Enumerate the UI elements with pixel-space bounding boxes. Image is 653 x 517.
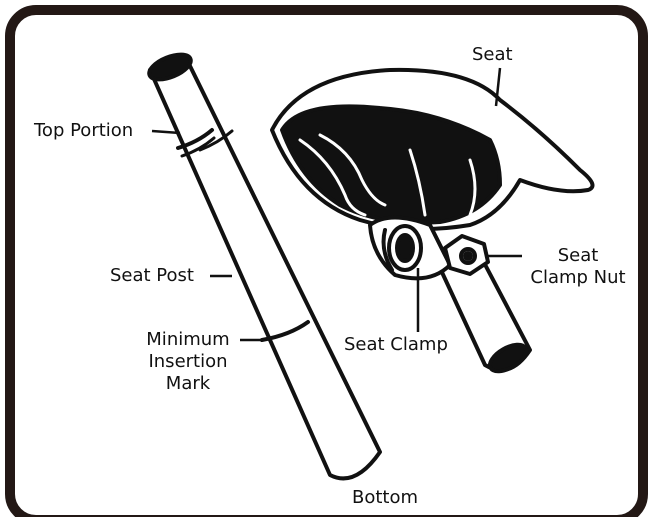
bottom-label: Bottom	[352, 487, 418, 509]
top-portion-label: Top Portion	[34, 120, 133, 142]
seat-clamp-label: Seat Clamp	[344, 334, 448, 356]
minimum-insertion-mark-line-3: Mark	[138, 373, 238, 395]
minimum-insertion-mark-label: Minimum Insertion Mark	[138, 329, 238, 395]
seat-clamp-nut-label: Seat Clamp Nut	[518, 245, 638, 289]
minimum-insertion-mark-line-2: Insertion	[138, 351, 238, 373]
seat-post-label: Seat Post	[110, 265, 194, 287]
seat-label: Seat	[472, 44, 513, 66]
minimum-insertion-mark-line-1: Minimum	[138, 329, 238, 351]
seat-clamp-nut-line-1: Seat	[518, 245, 638, 267]
seat-clamp-nut-line-2: Clamp Nut	[518, 267, 638, 289]
